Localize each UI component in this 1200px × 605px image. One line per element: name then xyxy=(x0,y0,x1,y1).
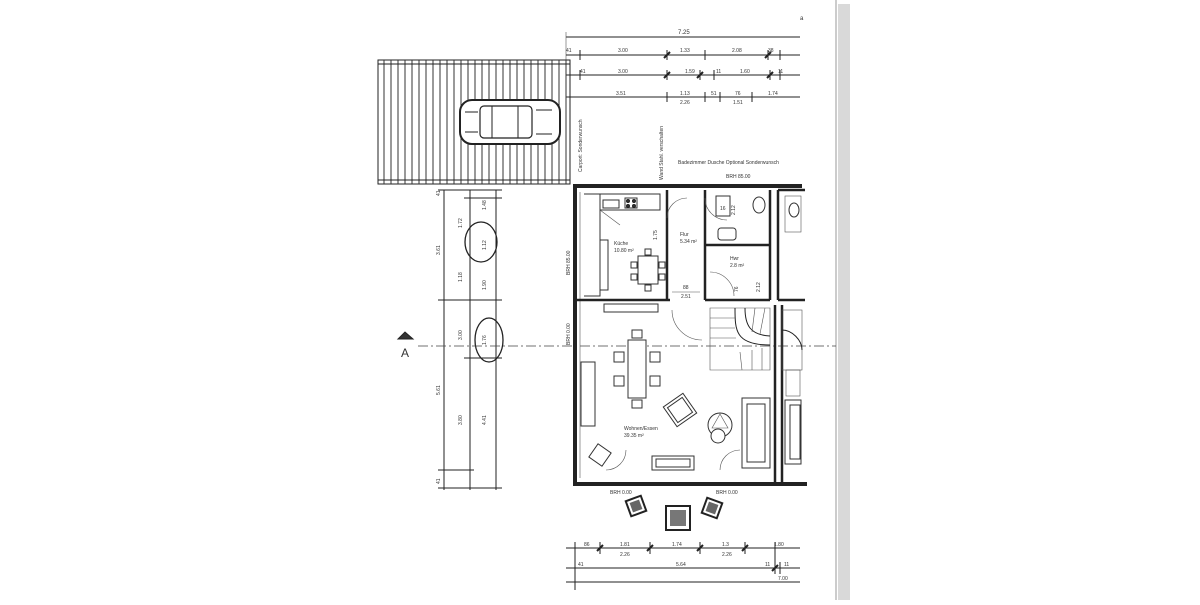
dim-bottom-b: 1.81 xyxy=(620,542,630,548)
dim-r3-c: 2.26 xyxy=(680,100,690,106)
dim-left-g: 1.90 xyxy=(482,280,488,290)
dim-r1-c: 2.08 xyxy=(732,48,742,54)
dim-r3-b: 1.13 xyxy=(680,91,690,97)
dim-bottom-h: 41 xyxy=(578,562,584,568)
dim-hwr-a: 2.12 xyxy=(731,205,737,215)
left-dimension-chains: 41 1.48 1.72 1.12 3.61 1.18 1.90 3.00 1.… xyxy=(436,189,504,490)
dim-bottom-c: 1.74 xyxy=(672,542,682,548)
terrace-furniture xyxy=(624,494,724,531)
scan-edge-shadow xyxy=(838,4,850,600)
bath-note: Badezimmer Dusche Optional Sonderwunsch xyxy=(678,160,779,166)
dim-left-c: 1.72 xyxy=(458,218,464,228)
dim-r2-e: 11 xyxy=(778,69,783,75)
dim-bottom-f: 2.26 xyxy=(620,552,630,558)
room-kueche: Küche 10.80 m² 1.75 xyxy=(584,193,666,297)
bottom-dimension-chains: 86 1.81 1.74 1.3 1.80 2.26 2.26 41 5.64 … xyxy=(566,542,800,590)
dim-r3-a: 3.51 xyxy=(616,91,626,97)
washbasin-icon xyxy=(717,227,737,241)
flur-area: 5.34 m² xyxy=(680,239,697,245)
dim-r2-c: 11 xyxy=(716,69,721,75)
dim-bottom-i: 5.64 xyxy=(676,562,686,568)
pier-foundation-lower xyxy=(474,317,504,363)
brh-left2: BRH 0.00 xyxy=(566,323,572,345)
dim-r3-f: 1.51 xyxy=(733,100,743,106)
room-hwr: Hwr 2.8 m² 76 2.12 xyxy=(709,256,762,297)
wohnen-name: Wohnen/Essen xyxy=(624,426,658,432)
room-wohnen: Wohnen/Essen 39.35 m² xyxy=(580,303,771,471)
kitchen-table xyxy=(637,255,659,285)
brh-bottom-left: BRH 0.00 xyxy=(610,490,632,496)
room-bath: 2.12 16 xyxy=(715,195,766,241)
flur-name: Flur xyxy=(680,232,689,238)
dim-left-j: 5.61 xyxy=(436,385,442,395)
dim-left-l: 4.41 xyxy=(482,415,488,425)
brh-bottom-right: BRH 0.00 xyxy=(716,490,738,496)
dim-flur-b: 2.51 xyxy=(681,294,691,300)
building-walls xyxy=(573,184,807,486)
dim-hwr-b: 16 xyxy=(720,206,726,212)
dim-left-d: 1.12 xyxy=(482,240,488,250)
dim-left-i: 1.76 xyxy=(482,335,488,345)
corner-mark: a xyxy=(800,16,804,22)
dim-left-h: 3.00 xyxy=(458,330,464,340)
dim-bottom-k: 7.00 xyxy=(778,576,788,582)
carport-slats xyxy=(383,60,567,184)
dim-bottom-g: 2.26 xyxy=(722,552,732,558)
dim-bottom-d: 1.3 xyxy=(722,542,729,548)
dim-left-a: 41 xyxy=(436,190,442,196)
room-flur: Flur 5.34 m² 88 2.51 xyxy=(666,197,728,300)
dim-bottom-l: 11 xyxy=(784,562,789,568)
dim-left-f: 1.18 xyxy=(458,272,464,282)
top-dimension-chains: 7.25 41 3.00 1.33 2.08 38 41 3.00 1.59 1… xyxy=(565,30,800,106)
dim-r2-a: 3.00 xyxy=(618,69,628,75)
dim-r2-b: 1.59 xyxy=(685,69,695,75)
dim-r3-e: 76 xyxy=(735,91,741,97)
wall-note: Wand Stahl. verschalten xyxy=(659,126,665,180)
carport: Carport: Sonderwunsch xyxy=(377,59,584,185)
brh-left: BRH 85.00 xyxy=(566,250,572,275)
dim-r3-d: 51 xyxy=(711,91,717,97)
dim-left-m: 41 xyxy=(436,478,442,484)
sink-icon xyxy=(602,199,620,209)
kueche-name: Küche xyxy=(614,241,628,247)
hwr-area: 2.8 m² xyxy=(730,263,745,269)
section-marker: A xyxy=(401,346,409,360)
dining-table xyxy=(627,339,647,399)
dim-bottom-e: 1.80 xyxy=(774,542,784,548)
dim-left-b: 1.48 xyxy=(482,200,488,210)
dim-r1-d: 38 xyxy=(768,48,774,54)
sideboard xyxy=(580,361,596,427)
dim-flur-w: 88 xyxy=(683,285,689,291)
neighbour-house-partial xyxy=(784,195,802,465)
dim-bottom-a: 86 xyxy=(584,542,590,548)
section-line-a: A xyxy=(396,331,836,360)
dim-kueche-h: 1.75 xyxy=(653,230,659,240)
kueche-area: 10.80 m² xyxy=(614,248,634,254)
brh-top: BRH 85.00 xyxy=(726,174,751,180)
dim-r2-left: 41 xyxy=(580,69,586,75)
dim-hwr-c: 76 xyxy=(734,286,740,292)
dim-left-e: 3.61 xyxy=(436,245,442,255)
section-arrow-icon xyxy=(396,331,415,340)
dim-bottom-j: 11 xyxy=(765,562,770,568)
hwr-name: Hwr xyxy=(730,256,739,262)
dim-hwr-d: 2.12 xyxy=(756,282,762,292)
dim-left-k: 3.80 xyxy=(458,415,464,425)
stove-icon xyxy=(624,197,638,209)
armchair-icon xyxy=(662,392,698,428)
toilet-icon xyxy=(752,196,766,214)
staircase xyxy=(671,307,803,371)
carport-label: Carport: Sonderwunsch xyxy=(578,119,584,172)
dim-top-overall: 7.25 xyxy=(678,30,690,36)
car-icon xyxy=(459,99,561,145)
wohnen-area: 39.35 m² xyxy=(624,433,644,439)
dim-r1-a: 3.00 xyxy=(618,48,628,54)
dim-r1-b: 1.33 xyxy=(680,48,690,54)
pier-foundation-upper xyxy=(464,221,498,263)
dim-r1-left: 41 xyxy=(566,48,572,54)
dim-r3-g: 1.74 xyxy=(768,91,778,97)
dim-r2-d: 1.60 xyxy=(740,69,750,75)
